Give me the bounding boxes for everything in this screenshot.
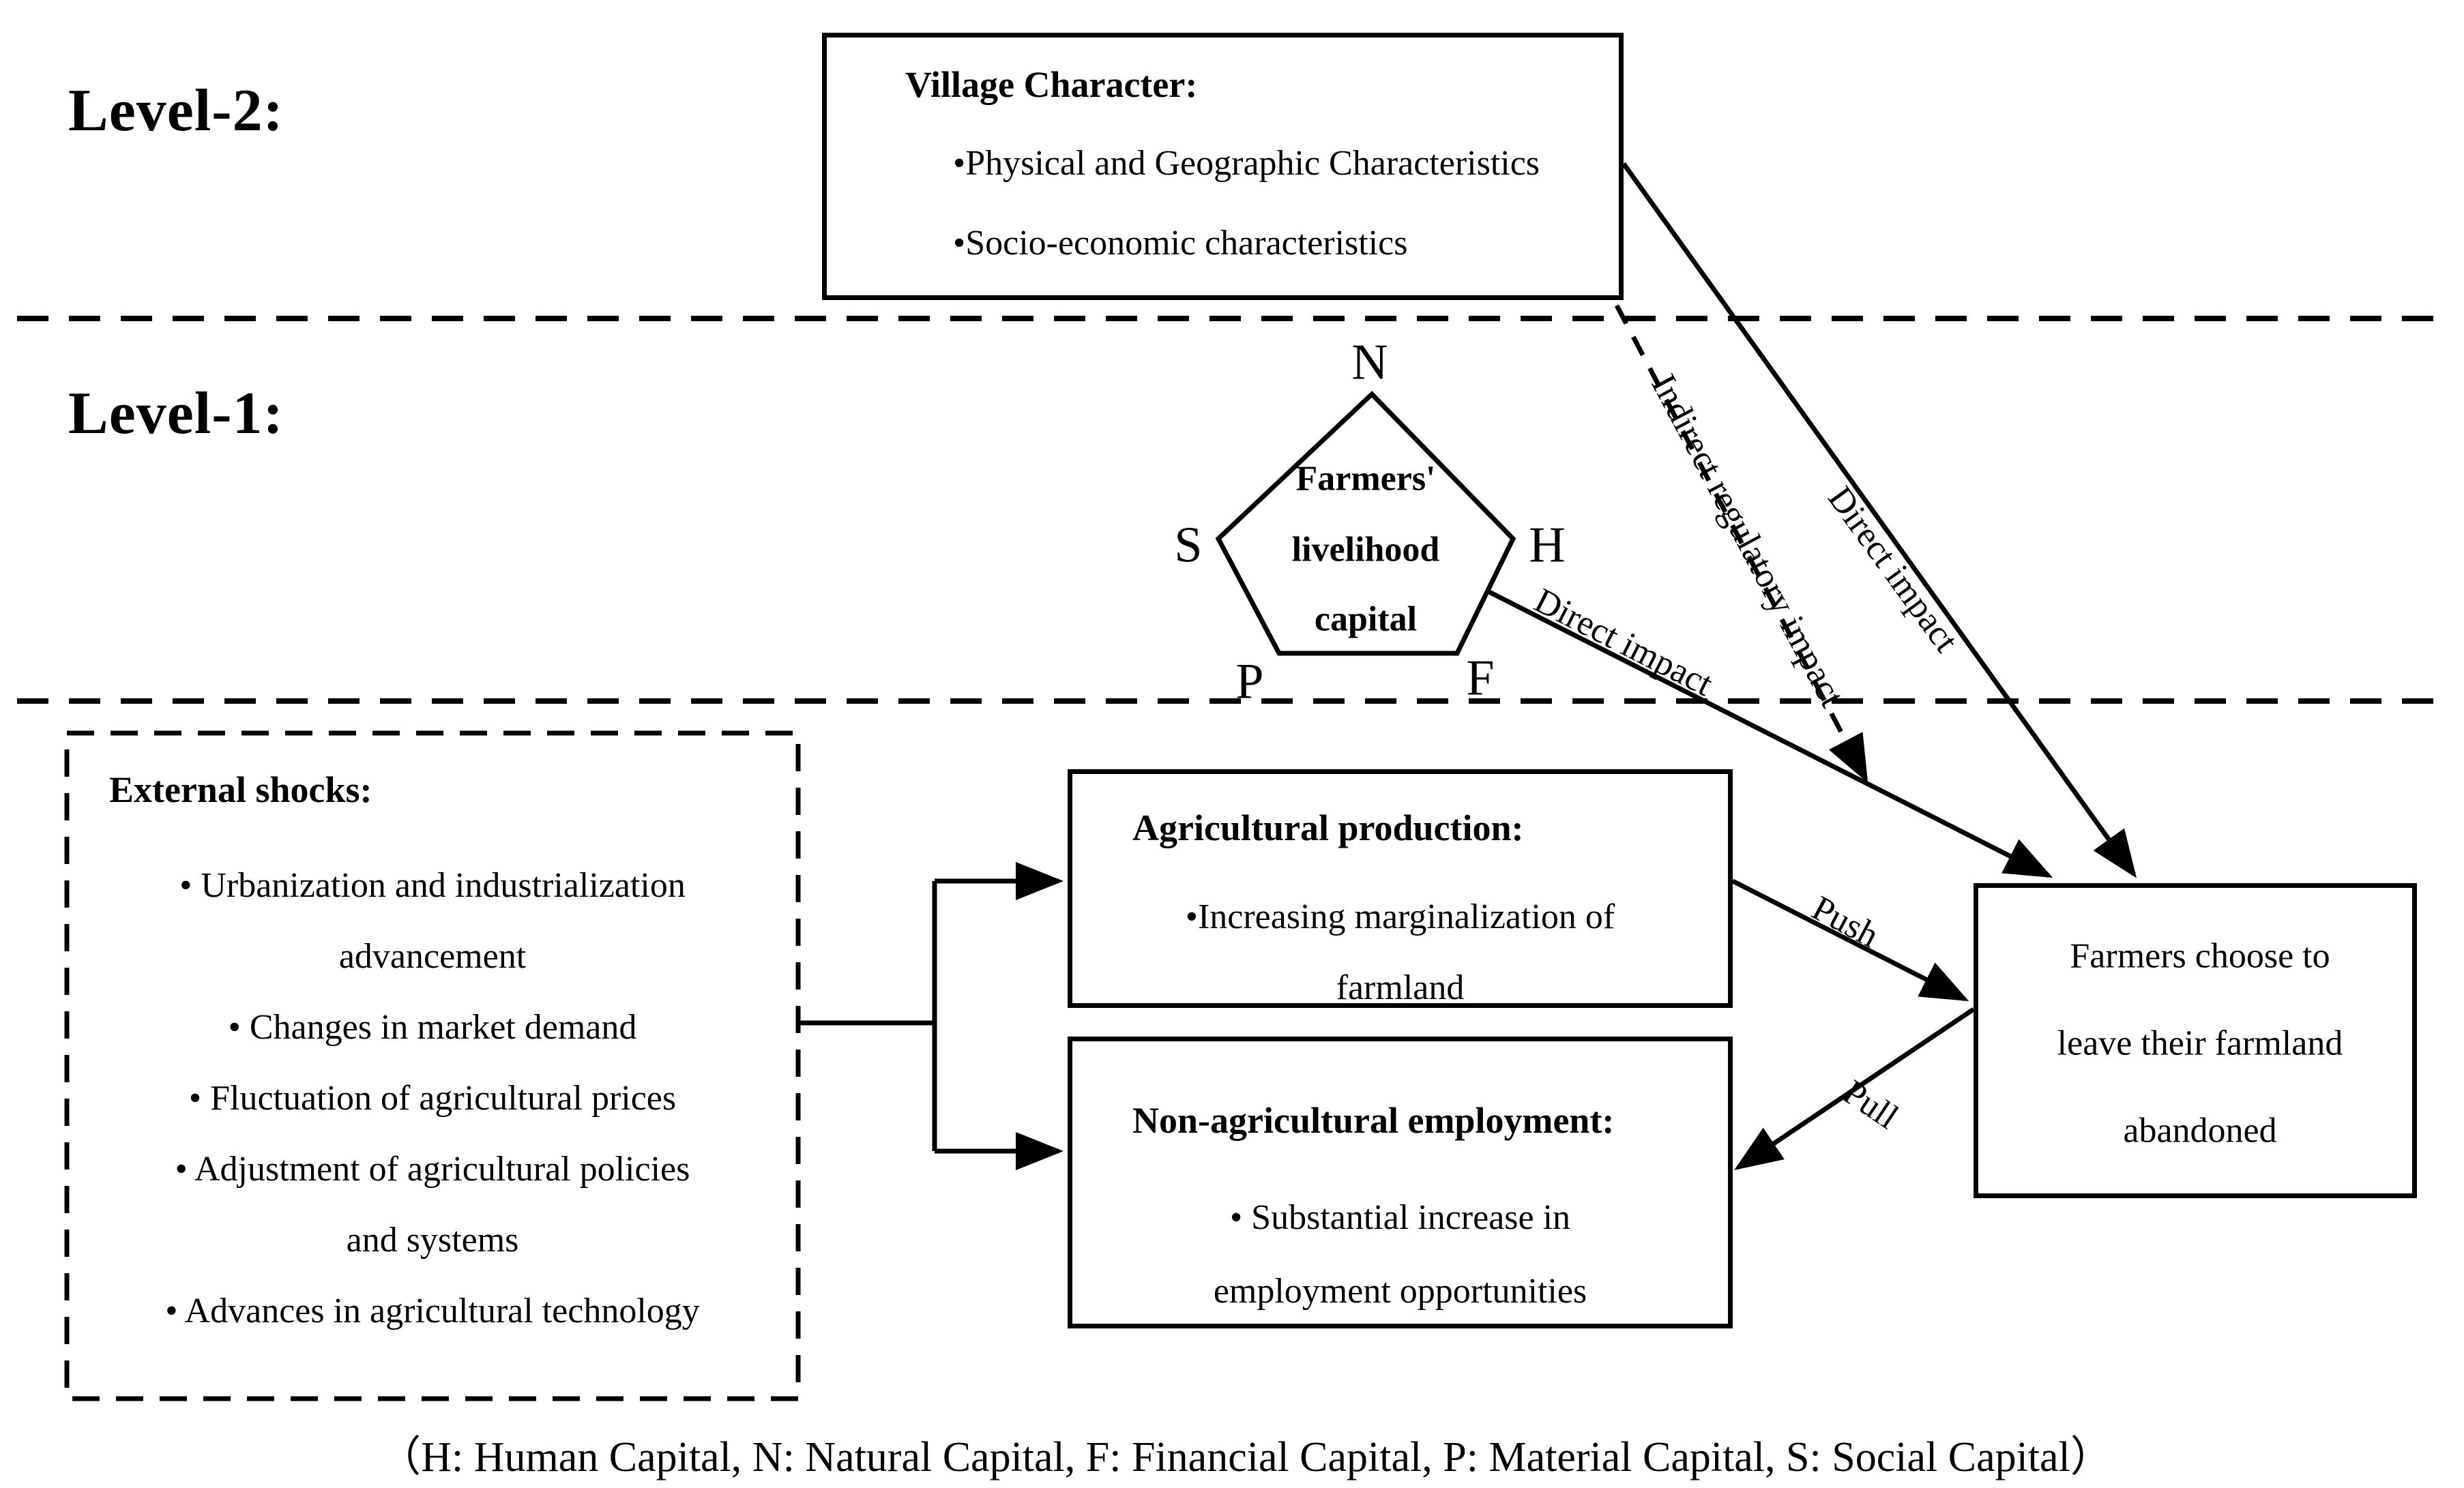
external-bullet-policy-adjustment: • Adjustment of agricultural policies (175, 1150, 690, 1189)
pentagon-vertex-n: N (1351, 334, 1388, 391)
external-box-title: External shocks: (109, 769, 372, 810)
pentagon-vertex-h: H (1529, 517, 1566, 574)
pentagon-text-line2: livelihood (1291, 530, 1440, 569)
external-bullet-price-fluctuation: • Fluctuation of agricultural prices (188, 1079, 677, 1118)
indirect-regulatory-impact-dashed-arrow (1614, 304, 1868, 784)
push-arrow (1731, 878, 1969, 1002)
village-box-title: Village Character: (905, 64, 1198, 105)
livelihood-pentagon (1215, 391, 1516, 656)
direct-impact-arrow-pentagon-to-farmers (1486, 589, 2053, 878)
external-bullet-market-demand: • Changes in market demand (228, 1008, 637, 1047)
farmers-choose-box: Farmers choose to leave their farmland a… (1974, 883, 2417, 1198)
farmers-box-line1: Farmers choose to (2070, 936, 2330, 976)
external-shocks-box-border (64, 730, 801, 1401)
farmers-box-line2: leave their farmland (2057, 1024, 2343, 1063)
agricultural-bullet-marginalization: •Increasing marginalization of (1185, 897, 1615, 936)
non-agricultural-bullet-increase: • Substantial increase in (1229, 1198, 1571, 1237)
pull-arrow (1734, 1007, 1975, 1170)
external-bullet-urbanization: • Urbanization and industrialization (179, 866, 686, 905)
external-bullet-urbanization-cont: advancement (338, 937, 527, 976)
farmers-box-line3: abandoned (2123, 1111, 2277, 1150)
external-bullet-technology: • Advances in agricultural technology (165, 1292, 700, 1330)
village-bullet-socioeconomic: •Socio-economic characteristics (953, 224, 1408, 263)
pentagon-vertex-f: F (1466, 650, 1495, 706)
agricultural-box-title: Agricultural production: (1132, 807, 1524, 848)
pentagon-vertex-p: P (1235, 653, 1264, 710)
level-1-label: Level-1: (68, 381, 284, 447)
pentagon-text-line1: Farmers' (1295, 459, 1436, 499)
external-shocks-box: External shocks: • Urbanization and indu… (67, 733, 798, 1399)
direct-impact-arrow-village-to-farmers (1622, 162, 2137, 878)
non-agricultural-employment-box: Non-agricultural employment: • Substanti… (1068, 1037, 1733, 1328)
pentagon-text-line3: capital (1314, 599, 1418, 639)
level-2-label: Level-2: (68, 78, 284, 144)
village-character-box: Village Character: •Physical and Geograp… (822, 33, 1624, 300)
pentagon-vertex-s: S (1174, 517, 1203, 574)
village-bullet-physical: •Physical and Geographic Characteristics (953, 144, 1540, 183)
agricultural-bullet-marginalization-cont: farmland (1336, 968, 1465, 1007)
agricultural-production-box: Agricultural production: •Increasing mar… (1068, 769, 1733, 1008)
non-agricultural-bullet-increase-cont: employment opportunities (1213, 1272, 1587, 1311)
external-bullet-policy-adjustment-cont: and systems (346, 1221, 519, 1260)
non-agricultural-box-title: Non-agricultural employment: (1132, 1100, 1615, 1141)
capital-legend: （H: Human Capital, N: Natural Capital, F… (379, 1434, 2113, 1480)
